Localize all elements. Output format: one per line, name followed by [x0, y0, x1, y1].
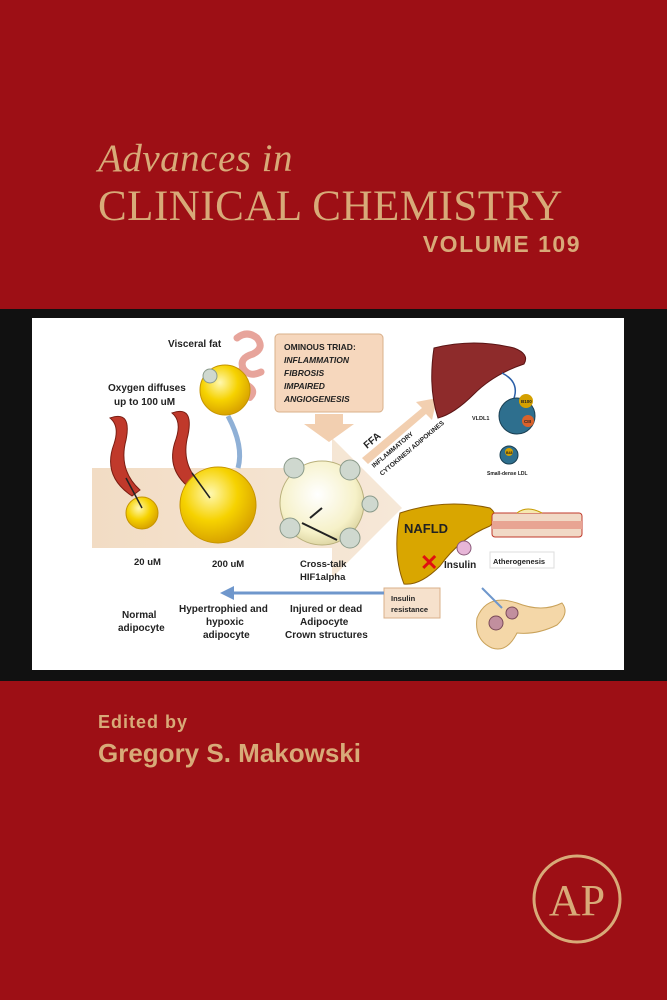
- blood-vessel-icon: [108, 415, 141, 497]
- series-title-line2: CLINICAL CHEMISTRY: [98, 183, 563, 230]
- small-ldl-label: Small-dense LDL: [487, 471, 528, 477]
- ominous-triad-box: OMINOUS TRIAD: INFLAMMATION FIBROSIS IMP…: [274, 333, 384, 442]
- edited-by-label: Edited by: [98, 712, 189, 732]
- injured-line2: Adipocyte: [300, 617, 349, 628]
- volume-number: VOLUME 109: [422, 231, 581, 257]
- nafld-label: NAFLD: [404, 521, 448, 536]
- ap-logo-icon: AP: [532, 854, 622, 944]
- publisher-logo: AP: [531, 853, 623, 945]
- publisher-logo-text: AP: [549, 876, 605, 925]
- series-title-line1: Advances in: [98, 137, 294, 180]
- series-title: Advances in CLINICAL CHEMISTRY: [98, 138, 563, 232]
- b100-marker: [519, 394, 533, 408]
- b48-label: B48: [506, 451, 512, 455]
- visceral-fat-label: Visceral fat: [168, 339, 222, 350]
- hypertrophied-adipocyte-cell: [179, 466, 257, 544]
- injured-line1: Injured or dead: [290, 604, 362, 615]
- size-20-label: 20 uM: [134, 557, 161, 568]
- artery-icon: [491, 508, 583, 538]
- insulin-resistance-box: [383, 587, 441, 619]
- normal-adipocyte-line2: adipocyte: [118, 623, 165, 634]
- insulin-molecule: [456, 540, 472, 556]
- atherogenesis-label: Atherogenesis: [493, 557, 545, 566]
- block-x-icon: ✕: [420, 550, 438, 575]
- crosstalk-line2: HIF1alpha: [300, 572, 346, 583]
- ciii-marker: [522, 415, 534, 427]
- normal-adipocyte-cell: [125, 496, 159, 530]
- hypertrophied-line3: adipocyte: [203, 630, 250, 641]
- pancreas-icon: [476, 599, 566, 650]
- cover-illustration: Visceral fat Oxygen diffuses up to 100 u…: [32, 318, 624, 670]
- triad-item-1: INFLAMMATION: [284, 355, 350, 365]
- triad-item-3: IMPAIRED: [284, 381, 325, 391]
- ciii-label: CIII: [524, 419, 531, 424]
- size-200-label: 200 uM: [212, 559, 244, 570]
- insulin-label: Insulin: [444, 560, 476, 571]
- injured-line3: Crown structures: [285, 630, 368, 641]
- b100-label: B100: [521, 399, 532, 404]
- oxygen-label-line1: Oxygen diffuses: [108, 383, 186, 394]
- crosstalk-line1: Cross-talk: [300, 559, 347, 570]
- liver-icon: [431, 342, 527, 419]
- insulin-resistance-line1: Insulin: [391, 594, 416, 603]
- insulin-resistance-line2: resistance: [391, 605, 428, 614]
- cytokine-arrow: [362, 398, 437, 464]
- macrophage-icon: [202, 368, 218, 384]
- normal-adipocyte-line1: Normal: [122, 610, 157, 621]
- adipocyte-diagram: Visceral fat Oxygen diffuses up to 100 u…: [92, 330, 583, 650]
- hypertrophied-line2: hypoxic: [206, 617, 244, 628]
- editor-name: Gregory S. Makowski: [98, 738, 361, 768]
- triad-item-2: FIBROSIS: [284, 368, 324, 378]
- oxygen-label-line2: up to 100 uM: [114, 397, 175, 408]
- triad-title: OMINOUS TRIAD:: [284, 342, 356, 352]
- vldl-label: VLDL1: [472, 416, 489, 422]
- triad-item-4: ANGIOGENESIS: [283, 394, 350, 404]
- nafld-liver-icon: [396, 503, 496, 585]
- hypertrophied-line1: Hypertrophied and: [179, 604, 268, 615]
